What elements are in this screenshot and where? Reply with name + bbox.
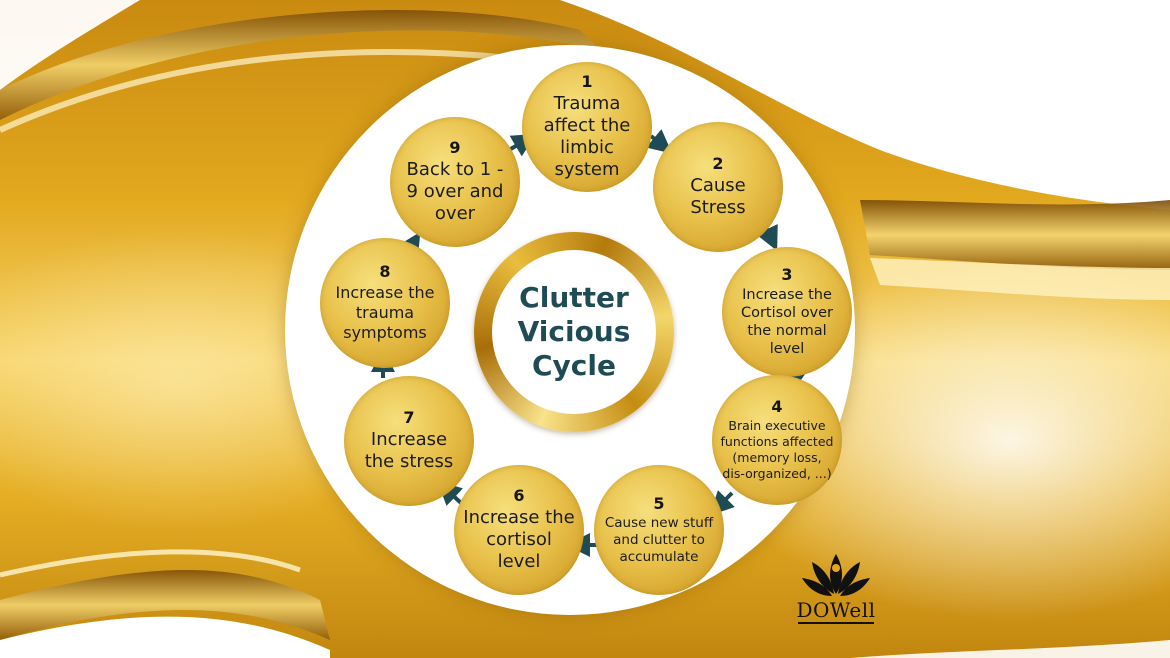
center-inner: Clutter Vicious Cycle xyxy=(492,250,656,414)
cycle-step-1: 1 Trauma affect the limbic system xyxy=(522,62,652,192)
step-number: 2 xyxy=(712,154,724,173)
dowell-logo: DOWell xyxy=(788,548,884,628)
step-text: Increase the trauma symptoms xyxy=(335,283,435,342)
arrow-1-to-2 xyxy=(646,129,673,154)
cycle-step-4: 4 Brain executive functions affected (me… xyxy=(712,375,842,505)
logo-text: DOWell xyxy=(796,598,876,622)
lotus-icon xyxy=(802,554,870,596)
step-text: Trauma affect the limbic system xyxy=(543,93,631,180)
step-number: 8 xyxy=(379,262,391,281)
cycle-step-9: 9 Back to 1 - 9 over and over xyxy=(390,117,520,247)
step-number: 7 xyxy=(403,408,415,427)
step-text: Brain executive functions affected (memo… xyxy=(720,418,834,481)
step-number: 5 xyxy=(653,493,665,513)
step-text: Cause new stuff and clutter to accumulat… xyxy=(604,514,714,565)
cycle-step-7: 7 Increase the stress xyxy=(344,376,474,506)
step-number: 4 xyxy=(771,397,783,416)
step-text: Cause Stress xyxy=(690,175,746,218)
cycle-step-3: 3 Increase the Cortisol over the normal … xyxy=(722,247,852,377)
step-number: 3 xyxy=(781,265,793,284)
step-text: Back to 1 - 9 over and over xyxy=(406,159,504,224)
cycle-step-2: 2 Cause Stress xyxy=(653,122,783,252)
step-number: 1 xyxy=(581,72,593,91)
cycle-step-6: 6 Increase the cortisol level xyxy=(454,465,584,595)
cycle-step-5: 5 Cause new stuff and clutter to accumul… xyxy=(594,465,724,595)
step-number: 9 xyxy=(449,138,461,157)
cycle-step-8: 8 Increase the trauma symptoms xyxy=(320,238,450,368)
logo-underline xyxy=(798,622,874,624)
step-text: Increase the stress xyxy=(364,429,454,472)
cycle-title: Clutter Vicious Cycle xyxy=(517,281,631,382)
arrow-4-to-5 xyxy=(709,490,735,516)
step-number: 6 xyxy=(513,486,525,505)
step-text: Increase the Cortisol over the normal le… xyxy=(740,287,834,357)
step-text: Increase the cortisol level xyxy=(463,507,575,572)
center-ring: Clutter Vicious Cycle xyxy=(474,232,674,432)
